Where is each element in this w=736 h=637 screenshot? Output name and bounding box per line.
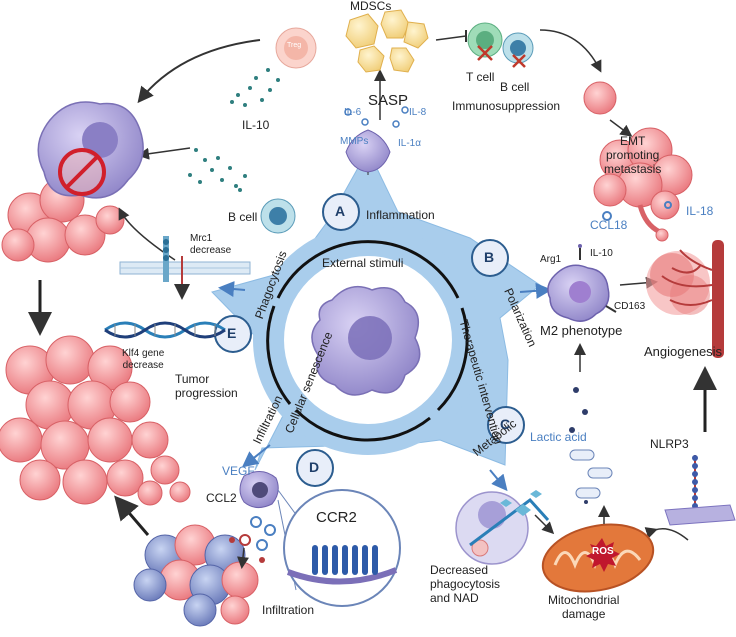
external-stimuli-label: External stimuli [322,256,404,270]
mitochondrial-label: Mitochondrial damage [548,593,620,621]
ccr2-label: CCR2 [316,509,357,526]
marker-d [296,449,334,487]
b-cell-top-label: B cell [500,80,530,94]
vegf-macrophage [229,471,279,569]
tumor-progression-cluster [0,335,191,506]
hub-arc-bottom [294,408,431,442]
il6-label: IL-6 [344,107,362,118]
dna-helix-icon [104,321,226,339]
marker-b [471,239,509,277]
nlrp3-icon [644,366,736,541]
ccl18-label: CCL18 [590,218,628,232]
mdscs-label: MDSCs [350,0,392,13]
marker-b-label: B [484,249,495,265]
ros-label: ROS [592,546,614,557]
emt-label: EMT promoting metastasis [604,134,662,176]
marker-a [322,193,360,231]
klf4-label: Klf4 gene decrease [122,348,165,371]
il10-dots-mid [188,148,247,192]
t-cell-icon [467,22,503,61]
il18-label: IL-18 [686,204,714,218]
mrc1-label: Mrc1 decrease [190,233,232,256]
il10-right-label: IL-10 [590,248,613,259]
decreased-phagocytosis-label: Decreased phagocytosis and NAD [430,563,501,605]
hub-arc-top [276,240,460,299]
m2-macrophage [547,244,617,322]
infiltration-bottom-label: Infiltration [262,603,315,617]
tumor-progression-label: Tumor progression [175,372,238,400]
il10-dots-top [230,68,280,107]
sasp-label: SASP [368,92,409,109]
hub-arc-left [266,305,292,405]
mmps-label: MMPs [340,136,369,147]
marker-a-label: A [335,203,346,219]
membrane [119,236,251,300]
vegf-label: VEGF [222,464,255,478]
mitochondria-icon [541,505,655,593]
b-cell-left-label: B cell [228,210,258,224]
marker-d-label: D [309,459,320,475]
m2-phenotype-label: M2 phenotype [540,323,623,338]
b-cell-icon [502,32,534,68]
il10-left-label: IL-10 [242,118,270,132]
treg-label: Treg [287,42,302,49]
il8-label: IL-8 [409,107,427,118]
ccl2-label: CCL2 [206,491,237,505]
angiogenesis-label: Angiogenesis [644,344,723,359]
sasp-group [344,69,409,173]
cd163-label: CD163 [614,301,646,312]
senescent-cell [455,490,550,565]
tumor-top-left [1,177,125,263]
ccr2-receptor-icon [277,489,401,607]
il1a-label: IL-1α [398,138,422,149]
infiltration-cluster [133,524,259,627]
marker-e-label: E [227,325,237,341]
hub [211,148,541,471]
hub-arc-right [436,307,469,412]
nlrp3-label: NLRP3 [650,437,689,451]
lactic-capsules [569,387,613,504]
prohibited-icon [58,148,106,196]
immunosuppression-label: Immunosuppression [452,99,561,113]
treg-icon [275,27,317,69]
lactic-acid-label: Lactic acid [530,430,587,444]
mdscs-cluster [345,9,429,73]
arm-inflammation-label: Inflammation [366,208,435,222]
b-cell-left-icon [260,198,296,234]
marker-c-label: C [500,416,511,432]
marker-c [487,406,525,444]
t-cell-label: T cell [466,70,495,84]
emt-cluster [583,81,693,242]
arg1-label: Arg1 [540,254,562,265]
angiogenesis-icon [646,240,724,358]
